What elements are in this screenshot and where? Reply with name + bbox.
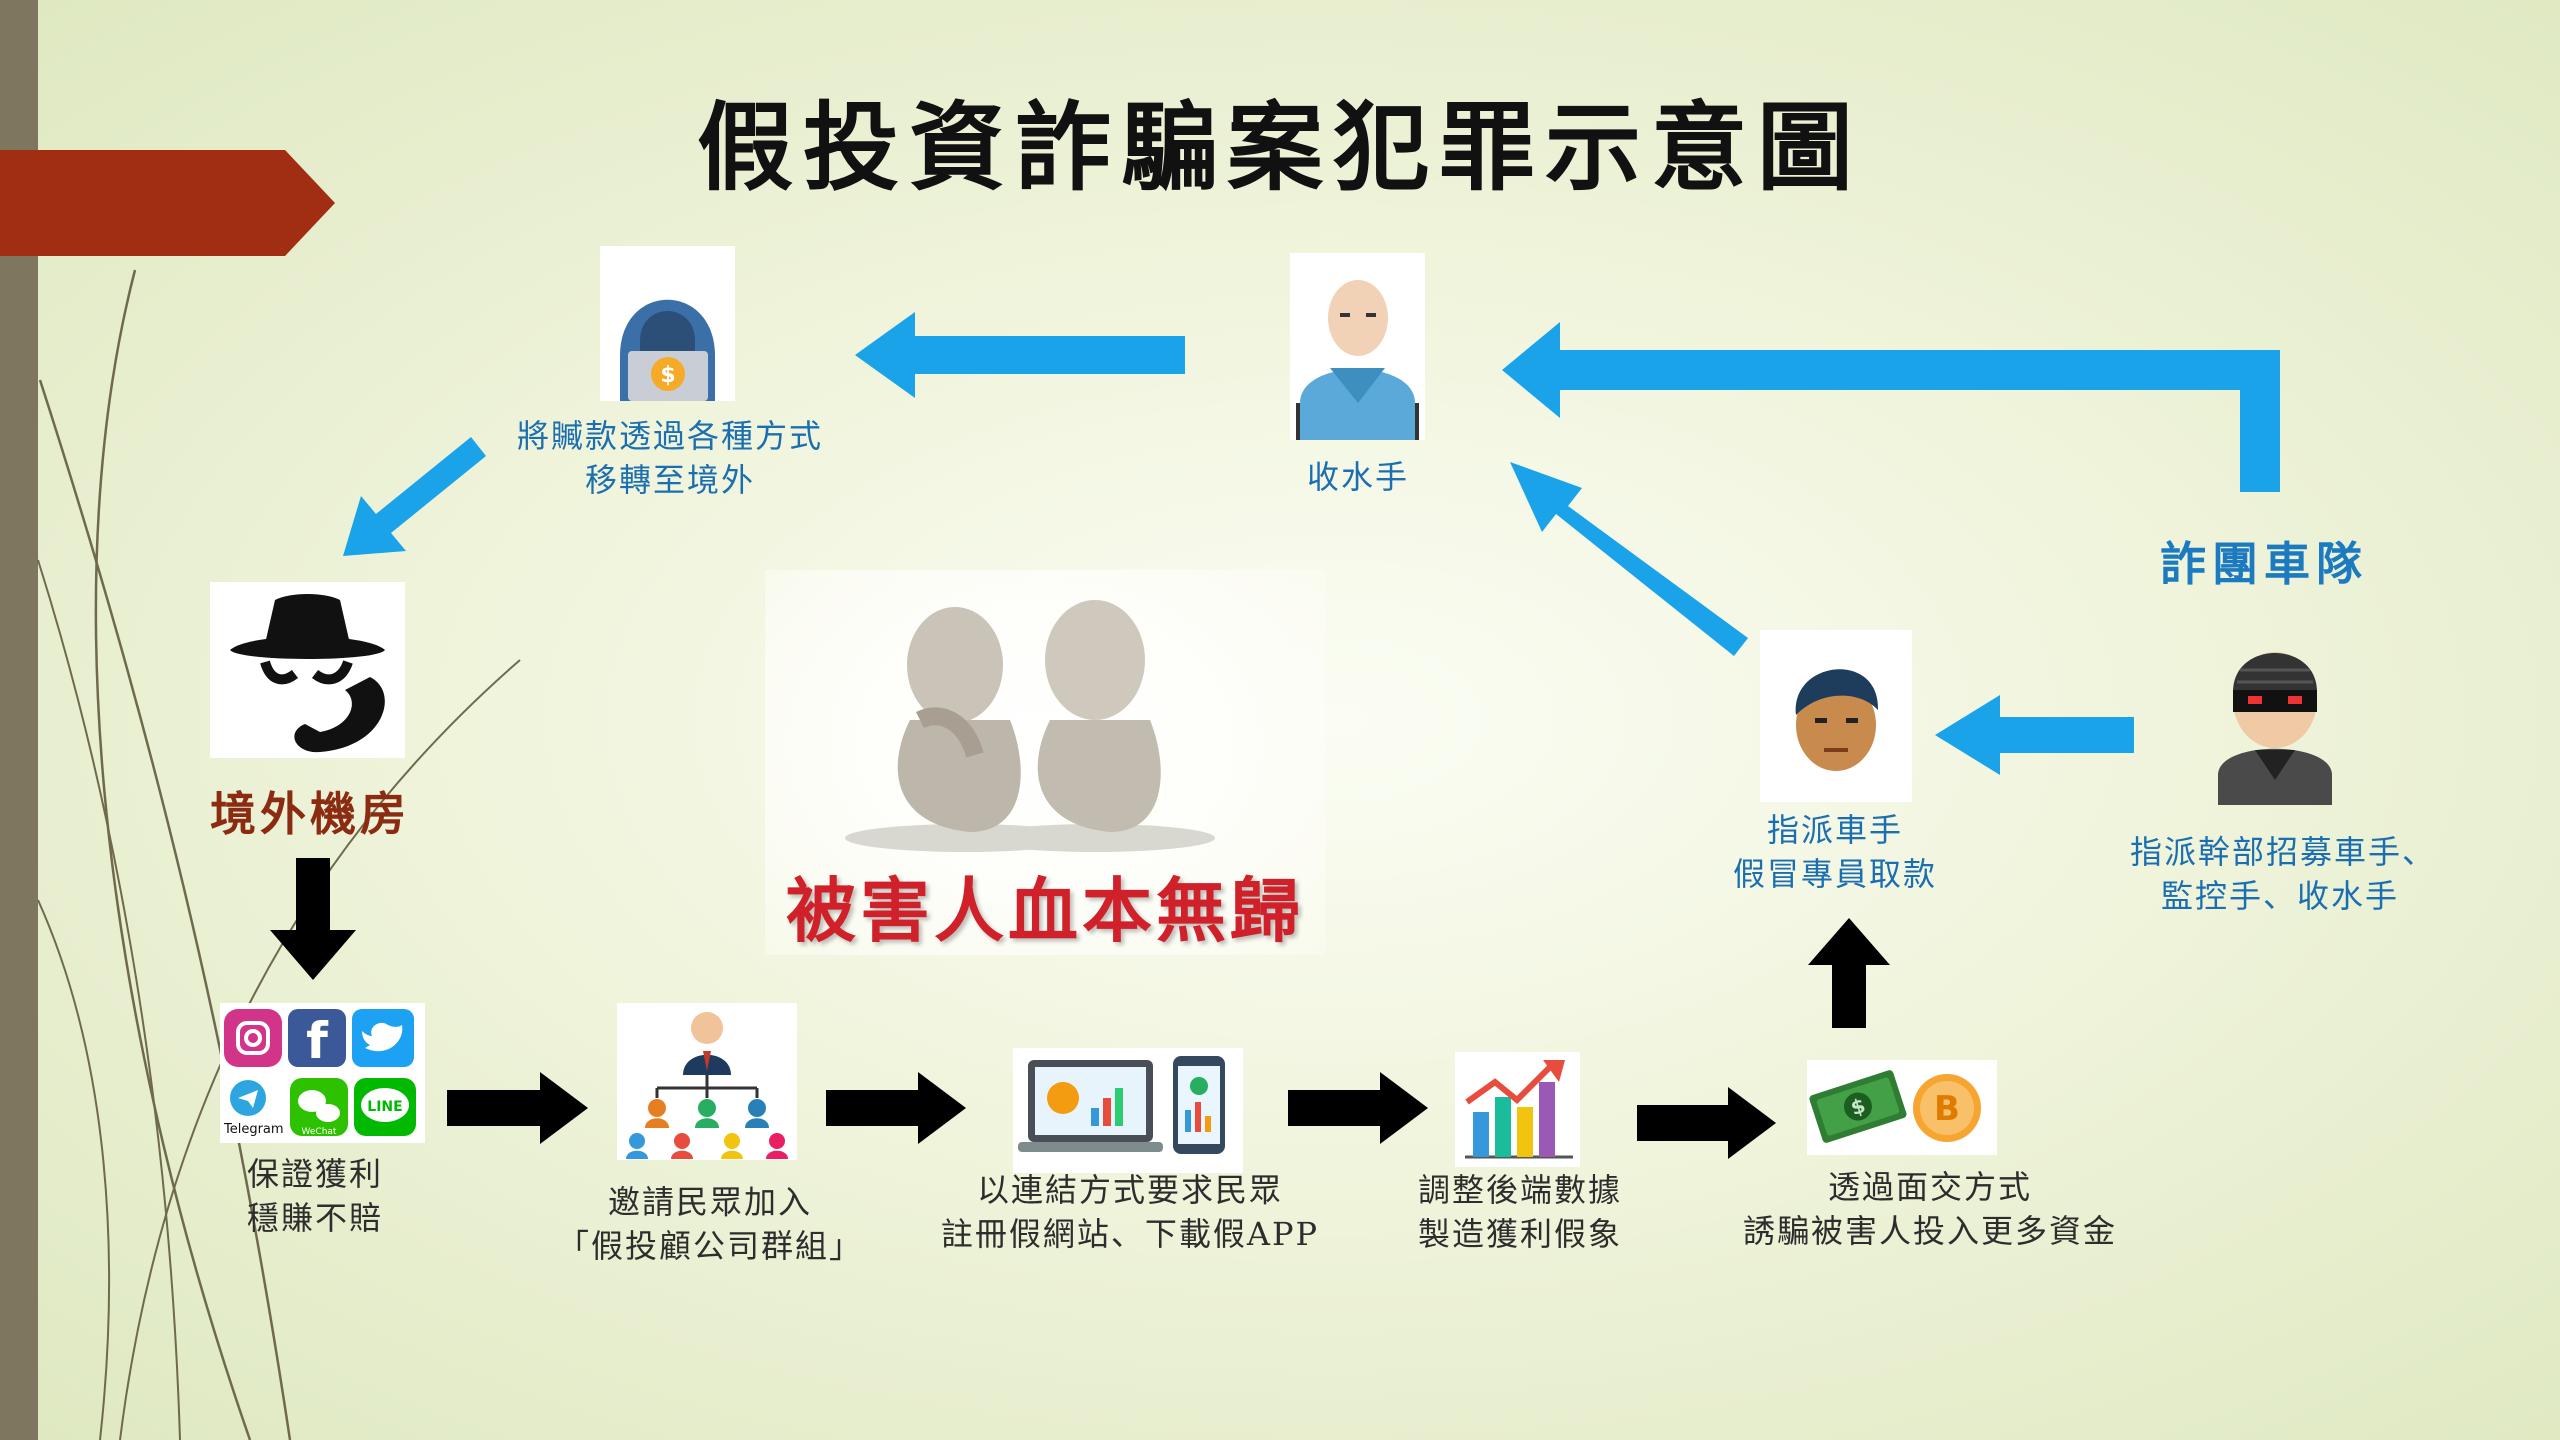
- money-mule-label: 收水手: [1306, 458, 1409, 496]
- courier-label: 指派車手 假冒專員取款: [1732, 811, 1937, 893]
- sad-figures-icon: [845, 600, 1215, 852]
- scam-team-label: 詐團車隊: [2160, 537, 2368, 591]
- flow-step-1-label: 保證獲利 穩賺不賠: [246, 1155, 383, 1237]
- flow-step-3-icon: [1013, 1048, 1243, 1173]
- flow-step-2-label: 邀請民眾加入 「假投顧公司群組」: [556, 1183, 863, 1265]
- wechat-app-label: WeChat: [302, 1127, 337, 1137]
- launderer-node: $: [600, 246, 735, 401]
- flow-step-5-icon: $ B: [1807, 1060, 1997, 1155]
- arrow-courier-to-mule: [1510, 462, 1748, 656]
- flow-step-4-label: 調整後端數據 製造獲利假象: [1417, 1171, 1622, 1253]
- launderer-label: 將贓款透過各種方式 移轉至境外: [516, 417, 823, 499]
- page-title: 假投資詐騙案犯罪示意圖: [697, 91, 1863, 204]
- cash-bitcoin-icon: $ B: [1809, 1070, 1981, 1143]
- spy-hat-phone-icon: [230, 594, 385, 753]
- group-network-icon: [626, 1012, 788, 1159]
- courier-node: [1760, 630, 1912, 802]
- left-accent-bar: [0, 0, 38, 1440]
- flow-step-5-label: 透過面交方式 誘騙被害人投入更多資金: [1742, 1168, 2117, 1250]
- arrow-flow-4: [1637, 1087, 1776, 1159]
- offshore-room-node: [210, 582, 405, 758]
- arrow-flow-2: [826, 1072, 966, 1144]
- line-app-label: LINE: [367, 1099, 402, 1115]
- money-mule-node: [1290, 253, 1425, 440]
- flow-step-4-icon: [1455, 1052, 1580, 1167]
- social-apps-icon: f Telegram WeChat LINE: [223, 1009, 416, 1137]
- arrow-team-to-mule: [1502, 322, 2280, 492]
- offshore-room-label: 境外機房: [210, 787, 410, 841]
- svg-text:$: $: [660, 363, 675, 388]
- rising-chart-icon: [1465, 1060, 1573, 1159]
- arrow-flow-3: [1288, 1072, 1428, 1144]
- hooded-hacker-icon: $: [620, 299, 715, 401]
- victim-image: [765, 570, 1325, 955]
- flow-step-3-label: 以連結方式要求民眾 註冊假網站、下載假APP: [940, 1171, 1320, 1253]
- svg-text:f: f: [306, 1012, 329, 1070]
- boss-node: [2210, 630, 2340, 805]
- arrow-money-to-courier: [1808, 918, 1890, 1028]
- boss-label: 指派幹部招募車手、 監控手、收水手: [2130, 833, 2437, 915]
- bald-man-hoodie-icon: [1296, 280, 1419, 440]
- victim-caption: 被害人血本無歸: [786, 869, 1304, 952]
- arrow-offshore-to-apps: [270, 858, 356, 980]
- arrow-mule-to-launderer: [855, 312, 1185, 398]
- svg-text:B: B: [1934, 1089, 1960, 1129]
- flow-step-2-icon: [617, 1003, 797, 1160]
- man-avatar-icon: [1795, 669, 1879, 771]
- masked-thief-icon: [2218, 652, 2332, 805]
- arrow-launderer-to-offshore: [343, 437, 486, 556]
- arrow-flow-1: [447, 1072, 588, 1144]
- flow-step-1-icon: f Telegram WeChat LINE: [220, 1003, 425, 1143]
- laptop-phone-charts-icon: [1018, 1056, 1225, 1154]
- arrow-boss-to-courier: [1935, 695, 2134, 775]
- telegram-app-label: Telegram: [223, 1122, 284, 1137]
